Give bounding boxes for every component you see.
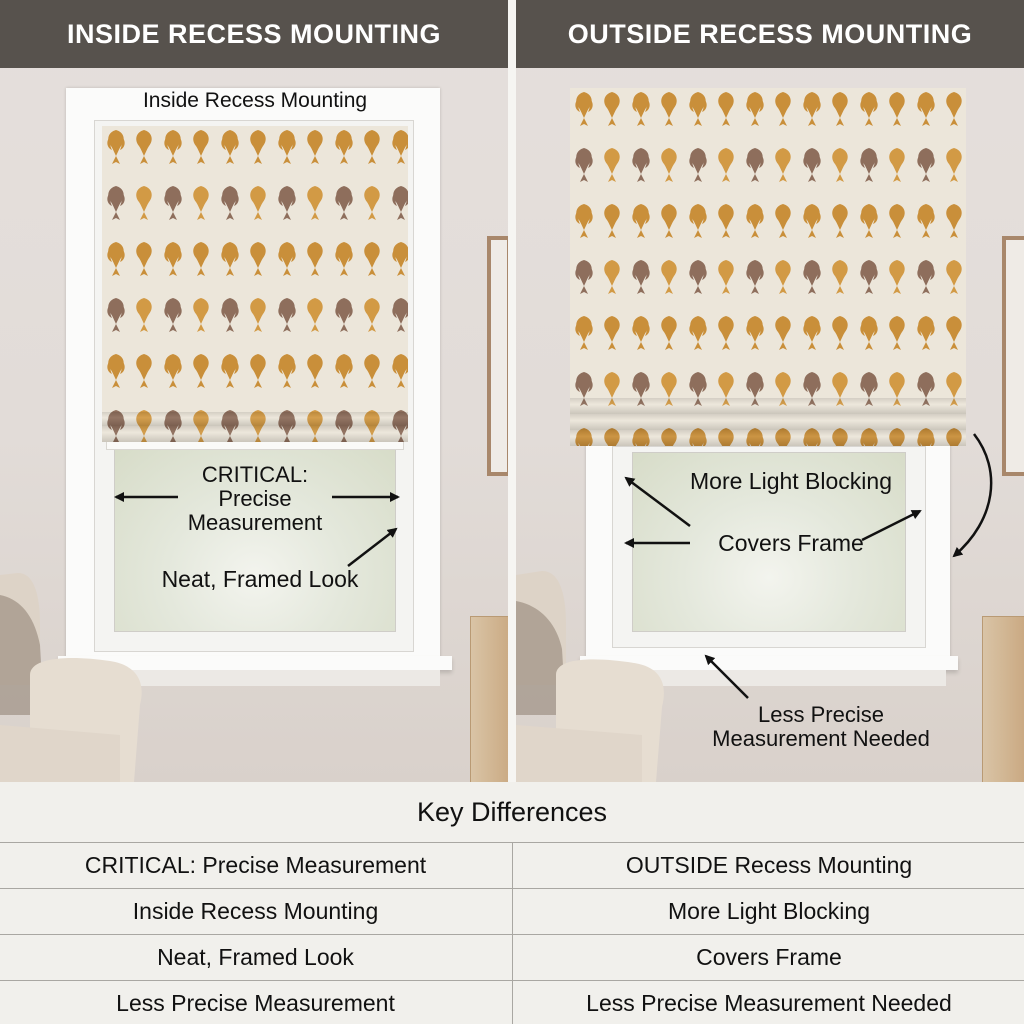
shade-fold	[102, 426, 408, 442]
table-cell-right: Covers Frame	[512, 935, 1024, 980]
window-apron	[590, 670, 946, 686]
table-cell-left: Inside Recess Mounting	[132, 898, 379, 924]
shade-caption: Inside Recess Mounting	[142, 89, 368, 112]
table-cell-right: More Light Blocking	[512, 889, 1024, 934]
table-cell-right: OUTSIDE Recess Mounting	[512, 843, 1024, 888]
inside-mount-panel: INSIDE RECESS MOUNTING Inside Recess Mou…	[0, 0, 508, 782]
window-sill	[58, 656, 452, 670]
wall-picture	[1002, 236, 1024, 476]
armchair	[0, 573, 142, 782]
table-cell-left: Neat, Framed Look	[157, 944, 354, 970]
shade-fold	[570, 414, 966, 430]
window-apron	[70, 670, 440, 686]
shade-fold	[102, 412, 408, 426]
inside-mount-header: INSIDE RECESS MOUNTING	[0, 0, 508, 68]
callout-light-blocking: More Light Blocking	[690, 468, 892, 494]
arrow-diagonal-icon	[624, 476, 691, 527]
callout-covers-frame: Covers Frame	[718, 530, 864, 556]
table-row: CRITICAL: Precise Measurement OUTSIDE Re…	[0, 843, 1024, 889]
callout-neat: Neat, Framed Look	[161, 566, 359, 592]
table-row: Inside Recess Mounting More Light Blocki…	[0, 889, 1024, 935]
callout-less-precise: Less Precise Measurement Needed	[712, 702, 930, 751]
table-cell-left: CRITICAL: Precise Measurement	[84, 852, 427, 878]
table-cell-left: Less Precise Measurement	[116, 990, 395, 1016]
armchair	[516, 571, 664, 782]
arrow-diagonal-icon	[704, 654, 749, 699]
table-cell-right: Less Precise Measurement Needed	[512, 981, 1024, 1024]
table-row: Neat, Framed Look Covers Frame	[0, 935, 1024, 981]
window-sill	[580, 656, 958, 670]
curved-arrow-icon	[952, 433, 993, 558]
wall-picture	[487, 236, 508, 476]
key-differences-table: Key Differences CRITICAL: Precise Measur…	[0, 782, 1024, 1024]
damask-motif-icon	[570, 88, 966, 446]
outside-mount-panel: OUTSIDE RECESS MOUNTING	[516, 0, 1024, 782]
inside-callout-arrows	[114, 492, 400, 567]
shade-fold	[570, 430, 966, 446]
panel-divider	[508, 0, 516, 782]
inside-roman-shade	[102, 126, 408, 442]
shade-fold	[570, 398, 966, 414]
window-glass	[114, 448, 396, 632]
outside-callout-arrows	[624, 433, 993, 699]
side-table	[470, 616, 508, 782]
outside-roman-shade	[570, 88, 966, 446]
arrow-diagonal-icon	[861, 509, 922, 542]
side-table	[982, 616, 1024, 782]
outside-mount-header: OUTSIDE RECESS MOUNTING	[516, 0, 1024, 68]
key-title: Key Differences	[0, 782, 1024, 843]
table-row: Less Precise Measurement Less Precise Me…	[0, 981, 1024, 1024]
damask-motif-icon	[102, 126, 408, 442]
callout-critical: CRITICAL: Precise Measurement	[187, 462, 323, 535]
arrow-diagonal-icon	[347, 527, 398, 567]
